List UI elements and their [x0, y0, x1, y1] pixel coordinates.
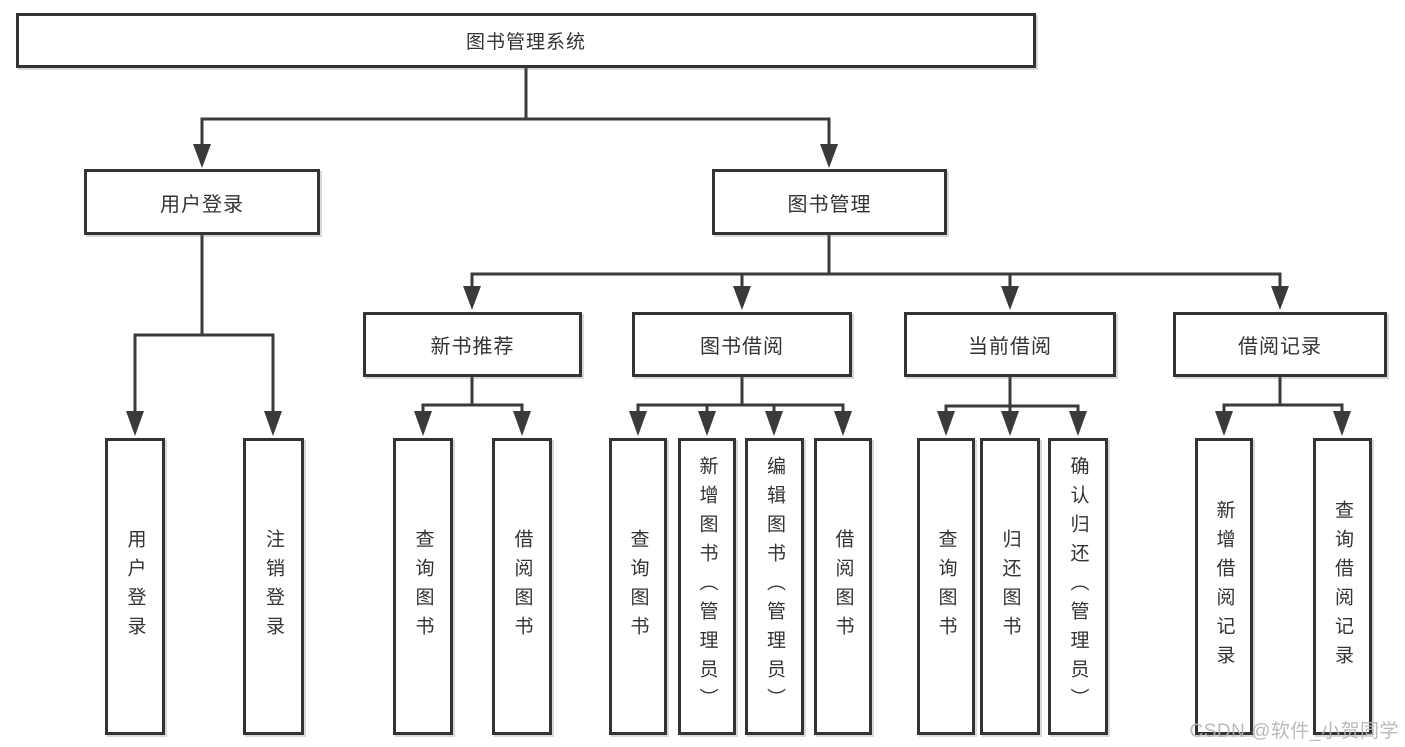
- node-leaf-cb-query-books: 查询图书: [917, 438, 975, 735]
- arrowhead-icon: [513, 411, 531, 436]
- node-user-login-branch: 用户登录: [84, 169, 320, 235]
- arrowhead-icon: [629, 411, 647, 436]
- arrowhead-icon: [937, 411, 955, 436]
- arrowhead-icon: [1333, 411, 1351, 436]
- connector-user-login-branch: [126, 233, 282, 436]
- arrowhead-icon: [414, 411, 432, 436]
- node-book-borrowing: 图书借阅: [632, 312, 852, 377]
- arrowhead-icon: [1271, 286, 1289, 310]
- connector-line: [636, 375, 845, 407]
- arrowhead-icon: [733, 286, 751, 310]
- connector-line: [1222, 375, 1344, 407]
- arrowhead-icon: [463, 286, 481, 310]
- connector-new-books-branch: [414, 375, 531, 436]
- node-leaf-rec-add-record: 新增借阅记录: [1195, 438, 1253, 735]
- connector-line: [944, 375, 1080, 408]
- connector-borrowing-records-branch: [1215, 375, 1351, 436]
- arrowhead-icon: [1069, 411, 1087, 436]
- node-leaf-logout: 注销登录: [243, 438, 304, 735]
- connector-current-borrowing-branch: [937, 375, 1087, 436]
- node-leaf-cb-confirm-return-admin: 确认归还（管理员）: [1048, 438, 1108, 735]
- node-leaf-rec-query-record: 查询借阅记录: [1313, 438, 1372, 735]
- arrowhead-icon: [193, 144, 211, 168]
- arrowhead-icon: [126, 411, 144, 436]
- node-current-borrowing: 当前借阅: [904, 312, 1116, 377]
- connector-line: [421, 375, 524, 407]
- arrowhead-icon: [1001, 286, 1019, 310]
- node-leaf-bb-add-books-admin: 新增图书（管理员）: [678, 438, 736, 735]
- node-leaf-user-login: 用户登录: [105, 438, 165, 735]
- arrowhead-icon: [698, 411, 716, 436]
- arrowhead-icon: [834, 411, 852, 436]
- node-leaf-nb-query-books: 查询图书: [393, 438, 453, 735]
- arrowhead-icon: [1001, 411, 1019, 436]
- connector-book-management-branch: [463, 233, 1289, 310]
- connector-line: [470, 233, 1282, 276]
- arrowhead-icon: [820, 144, 838, 168]
- connector-line: [200, 66, 831, 121]
- node-book-management-branch: 图书管理: [712, 169, 947, 235]
- node-book-management-system: 图书管理系统: [16, 13, 1036, 68]
- node-leaf-bb-query-books: 查询图书: [609, 438, 667, 735]
- node-leaf-bb-edit-books-admin: 编辑图书（管理员）: [745, 438, 804, 735]
- node-new-book-recommendation: 新书推荐: [363, 312, 582, 377]
- connector-book-borrowing-branch: [629, 375, 852, 436]
- arrowhead-icon: [765, 411, 783, 436]
- csdn-watermark: CSDN @软件_小贺同学: [1189, 721, 1399, 742]
- node-borrowing-records: 借阅记录: [1173, 312, 1387, 377]
- connector-line: [133, 233, 275, 337]
- node-leaf-cb-return-books: 归还图书: [980, 438, 1040, 735]
- arrowhead-icon: [1215, 411, 1233, 436]
- connector-root-branch: [193, 66, 838, 168]
- arrowhead-icon: [264, 411, 282, 436]
- node-leaf-nb-borrow-books: 借阅图书: [492, 438, 552, 735]
- node-leaf-bb-borrow-books: 借阅图书: [814, 438, 872, 735]
